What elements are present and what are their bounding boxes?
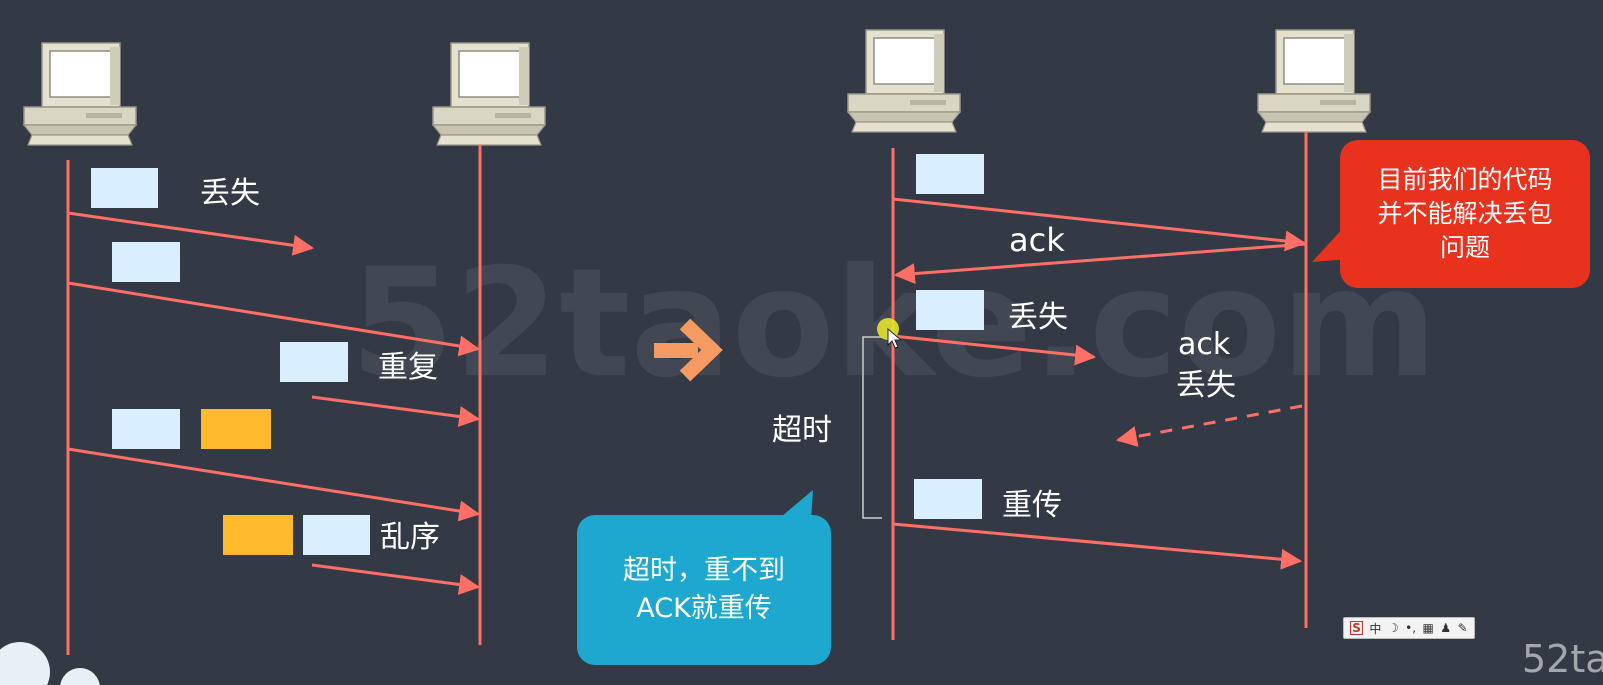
arrow-pair bbox=[67, 447, 481, 522]
ime-user-icon[interactable]: ♟ bbox=[1440, 621, 1452, 635]
arrow-lost-right bbox=[892, 334, 1097, 366]
timeout-bracket bbox=[862, 336, 882, 519]
ime-punct-icon[interactable]: •, bbox=[1405, 621, 1417, 635]
computer-icon-right-sender bbox=[847, 29, 961, 133]
label-duplicate: 重复 bbox=[378, 350, 438, 385]
ime-zhong-button[interactable]: 中 bbox=[1369, 621, 1382, 636]
arrow-out-of-order bbox=[311, 563, 481, 595]
packet-normal bbox=[112, 242, 180, 282]
corner-watermark: 52ta bbox=[1522, 637, 1603, 681]
packet-retransmit bbox=[914, 479, 982, 519]
arrow-normal bbox=[67, 281, 481, 357]
callout-red-line: 目前我们的代码 bbox=[1377, 165, 1553, 194]
callout-blue-tail bbox=[775, 490, 813, 522]
ime-settings-icon[interactable]: ✎ bbox=[1457, 621, 1468, 635]
packet-pair-orange bbox=[201, 409, 271, 449]
label-timeout: 超时 bbox=[772, 413, 832, 448]
arrow-retransmit bbox=[892, 522, 1303, 570]
arrow-ack bbox=[893, 242, 1307, 285]
ime-toolbar[interactable]: S 中 ☽ •, ▦ ♟ ✎ bbox=[1343, 617, 1475, 639]
label-lost: 丢失 bbox=[200, 176, 260, 211]
callout-blue-line: 超时，重不到 bbox=[623, 555, 785, 586]
callout-red: 目前我们的代码 并不能解决丢包 问题 bbox=[1340, 140, 1590, 288]
computer-icon-left-sender bbox=[23, 42, 137, 146]
packet-first bbox=[916, 154, 984, 194]
callout-red-line: 并不能解决丢包 bbox=[1377, 199, 1553, 228]
ime-keyboard-icon[interactable]: ▦ bbox=[1422, 621, 1434, 635]
packet-out-of-order-blue bbox=[303, 515, 370, 555]
mouse-cursor-icon bbox=[877, 318, 903, 349]
label-out-of-order: 乱序 bbox=[380, 520, 440, 555]
label-ack-lost-line1: ack bbox=[1178, 327, 1231, 362]
label-lost-right: 丢失 bbox=[1008, 300, 1068, 335]
computer-icon-right-receiver bbox=[1257, 29, 1371, 133]
packet-out-of-order-orange bbox=[223, 515, 293, 555]
arrow-duplicate bbox=[311, 395, 481, 427]
ime-moon-icon[interactable]: ☽ bbox=[1387, 621, 1399, 635]
arrow-lost bbox=[67, 211, 315, 256]
gear-icon bbox=[0, 642, 100, 685]
callout-red-line: 问题 bbox=[1439, 233, 1490, 262]
packet-lost-right bbox=[916, 290, 984, 330]
packet-duplicate bbox=[280, 342, 348, 382]
label-retransmit: 重传 bbox=[1002, 488, 1062, 523]
callout-blue-line: ACK就重传 bbox=[636, 593, 772, 624]
arrow-first bbox=[892, 197, 1307, 252]
ime-s-icon[interactable]: S bbox=[1350, 621, 1363, 635]
computer-icon-left-receiver bbox=[432, 42, 546, 146]
arrow-ack-lost bbox=[1115, 404, 1303, 447]
label-ack: ack bbox=[1009, 221, 1065, 259]
callout-blue: 超时，重不到 ACK就重传 bbox=[577, 515, 831, 665]
transition-arrow-icon bbox=[654, 318, 723, 382]
label-ack-lost-line2: 丢失 bbox=[1176, 368, 1236, 403]
packet-pair-blue bbox=[112, 409, 180, 449]
packet-lost bbox=[91, 168, 158, 208]
